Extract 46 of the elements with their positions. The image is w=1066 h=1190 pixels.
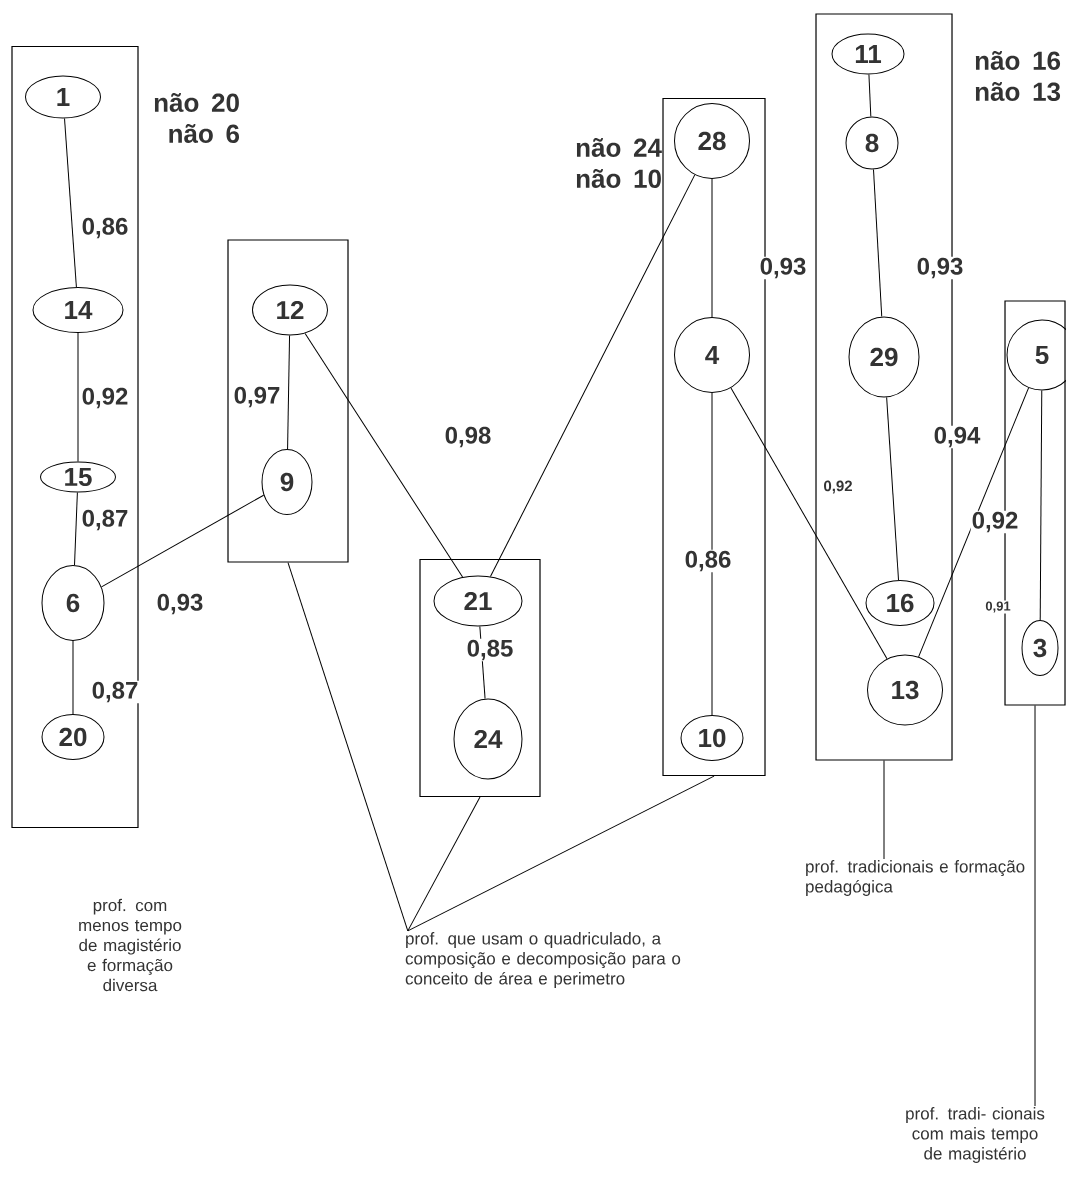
caption-text: prof. com menos tempo de magistério e formação diversa (79, 898, 182, 992)
connector-line (489, 174, 696, 578)
annotation-text: não 16 não 13 (975, 51, 1061, 101)
edge-label: 0,85 (465, 638, 515, 662)
edge-label: 0,94 (932, 425, 982, 449)
edge-label: 0,86 (683, 549, 733, 573)
connector-line (74, 492, 78, 566)
edge-label: 0,92 (970, 510, 1020, 534)
connector-line (868, 74, 872, 118)
connector-line (1039, 390, 1043, 621)
leader-line (1034, 705, 1036, 1107)
leader-line (287, 562, 409, 932)
edge-label: 0,97 (232, 385, 282, 409)
connector-line (711, 178, 713, 318)
annotation-text: não 24 não 10 (576, 138, 662, 188)
group-box (419, 558, 541, 798)
edge-label: 0,87 (90, 680, 140, 704)
connector-line (873, 168, 883, 318)
connector-line (287, 335, 291, 450)
connector-line (711, 392, 713, 716)
connector-line (64, 118, 77, 288)
edge-label: 0,92 (822, 479, 854, 495)
connector-line (886, 396, 899, 581)
group-box (11, 45, 139, 829)
group-box (227, 239, 349, 563)
edge-label: 0,93 (155, 592, 205, 616)
edge-label: 0,93 (915, 256, 965, 280)
leader-line (407, 775, 715, 932)
caption-text: prof. tradicionais e formação pedagógica (806, 860, 1025, 896)
caption-text: prof. tradi- cionais com mais tempo de magistério (906, 1107, 1045, 1163)
leader-line (883, 760, 885, 860)
leader-line (407, 796, 481, 932)
connector-line (101, 494, 265, 588)
connector-line (304, 332, 464, 578)
edge-label: 0,87 (80, 508, 130, 532)
edge-label: 0,93 (758, 256, 808, 280)
caption-text: prof. que usam o quadriculado, a composição e decomposição para o conceito de área e perimetro (405, 932, 681, 988)
connector-line (918, 387, 1030, 658)
annotation-text: não 20 não 6 (154, 93, 240, 143)
connector-line (730, 387, 888, 660)
edge-label: 0,92 (80, 386, 130, 410)
edge-label: 0,86 (80, 216, 130, 240)
edge-label: 0,98 (443, 425, 493, 449)
connector-line (77, 332, 79, 462)
connector-line (72, 640, 74, 715)
edge-label: 0,91 (984, 600, 1012, 614)
